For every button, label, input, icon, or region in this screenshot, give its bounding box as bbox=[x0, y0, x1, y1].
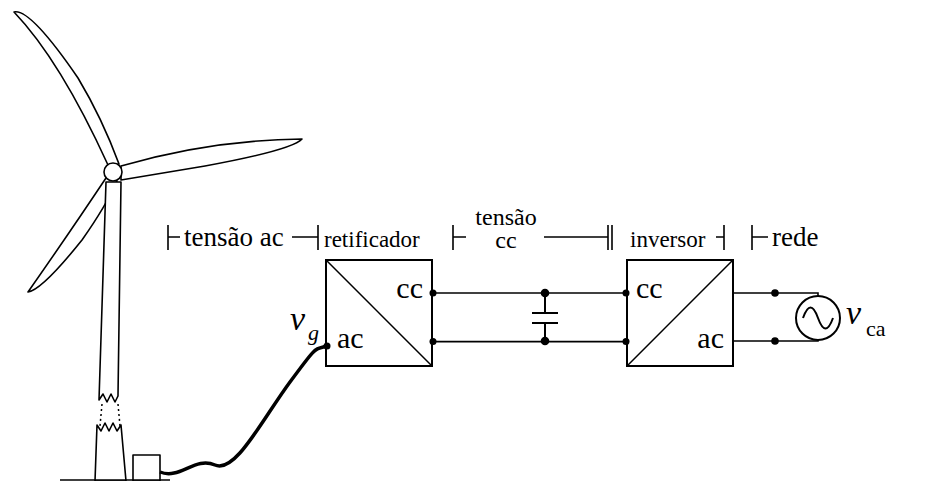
capacitor-symbol bbox=[532, 293, 558, 341]
signal-subscript: g bbox=[308, 322, 319, 344]
port-label: ac bbox=[337, 323, 364, 353]
junction-dot bbox=[772, 338, 778, 344]
ac-source-symbol bbox=[796, 296, 840, 340]
signal-name: v bbox=[846, 296, 861, 330]
dc-link-wire bbox=[430, 338, 630, 345]
signal-name: v bbox=[290, 302, 305, 336]
tower-break bbox=[118, 404, 120, 426]
sine-symbol bbox=[803, 308, 833, 329]
turbine-blade bbox=[121, 139, 302, 180]
port-label: ac bbox=[697, 323, 724, 353]
ground-line bbox=[60, 479, 170, 481]
bracket bbox=[752, 225, 768, 250]
converter-box: cc ac bbox=[626, 259, 734, 367]
section-label: retificador bbox=[324, 228, 420, 251]
section-label: inversor bbox=[630, 228, 705, 251]
tower-break bbox=[100, 404, 102, 426]
turbine-blade bbox=[14, 12, 119, 165]
signal-subscript: ca bbox=[866, 318, 886, 340]
turbine-tower bbox=[95, 423, 126, 481]
junction-dot bbox=[772, 290, 778, 296]
generator-box bbox=[133, 455, 160, 481]
converter-box: cc ac bbox=[325, 259, 433, 367]
bracket bbox=[612, 225, 724, 250]
bracket bbox=[168, 225, 318, 250]
dc-link-wire bbox=[430, 290, 630, 297]
turbine-tower bbox=[99, 182, 121, 402]
turbine-hub bbox=[104, 163, 122, 181]
section-label: tensão cc bbox=[468, 206, 544, 252]
section-label: tensão ac bbox=[184, 224, 284, 251]
section-label: rede bbox=[772, 224, 818, 251]
port-label: cc bbox=[396, 273, 423, 303]
port-label: cc bbox=[636, 273, 663, 303]
generator-cable bbox=[160, 346, 327, 474]
